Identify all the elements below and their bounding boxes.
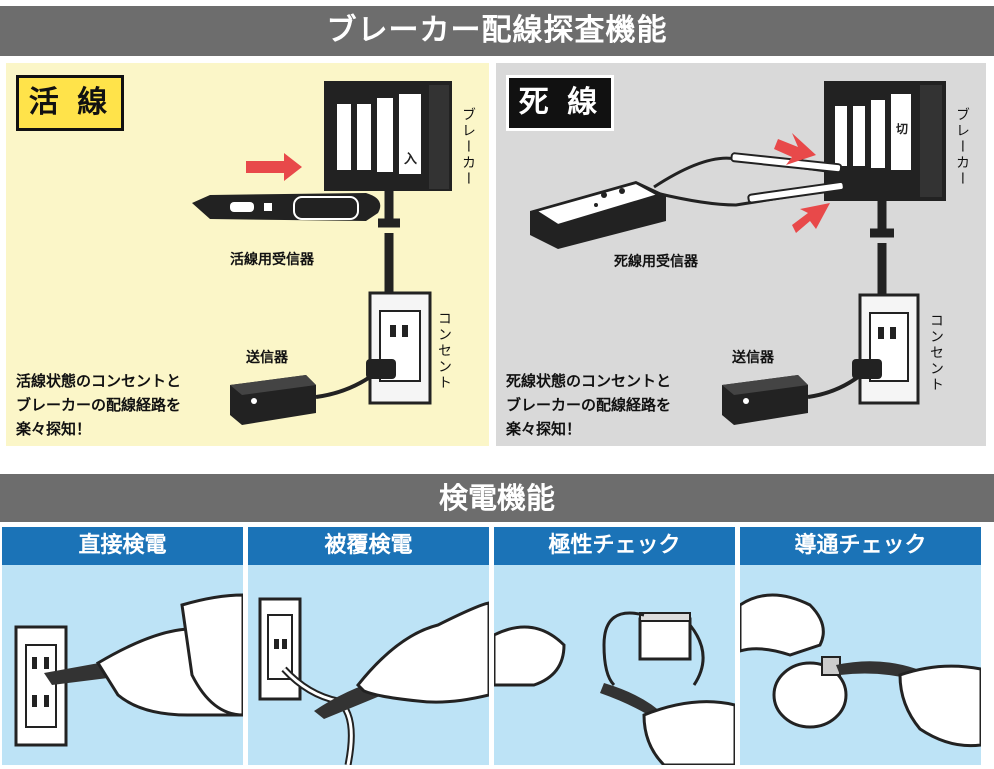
live-receiver-device xyxy=(192,193,381,221)
polarity-check-illustration xyxy=(494,611,735,765)
breaker-box xyxy=(824,81,946,201)
arrow-icon xyxy=(792,203,830,233)
breaker-switch-label: 切 xyxy=(896,122,908,136)
outlet-label: コンセント xyxy=(436,311,452,391)
breaker-label: ブレーカー xyxy=(954,107,970,187)
description-line: 楽々探知！ xyxy=(506,420,582,438)
card-title: 被覆検電 xyxy=(248,527,489,565)
transmitter-label: 送信器 xyxy=(732,350,774,366)
description-line: 活線状態のコンセントと xyxy=(16,372,182,390)
live-wire-illustration: 入 xyxy=(192,81,452,425)
card-title: 極性チェック xyxy=(494,527,735,565)
receiver-label: 死線用受信器 xyxy=(614,254,698,270)
receiver-label: 活線用受信器 xyxy=(230,252,314,268)
continuity-check-illustration xyxy=(740,593,981,748)
description-line: ブレーカーの配線経路を xyxy=(16,396,182,414)
dead-receiver-device xyxy=(530,181,666,249)
description-line: 死線状態のコンセントと xyxy=(506,372,672,390)
wall-outlet xyxy=(858,293,920,405)
card-title: 直接検電 xyxy=(2,527,243,565)
live-description: 活線状態のコンセントと ブレーカーの配線経路を 楽々探知！ xyxy=(16,369,181,441)
card-direct-detection: 直接検電 xyxy=(2,527,243,765)
dead-wire-panel: 切 死 線 ブレーカー 死 xyxy=(496,63,986,446)
arrow-icon xyxy=(246,153,302,181)
description-line: ブレーカーの配線経路を xyxy=(506,396,672,414)
breaker-switch-label: 入 xyxy=(404,152,417,167)
insulated-detection-illustration xyxy=(258,597,489,765)
transmitter-device xyxy=(230,359,396,425)
breaker-wiring-section-title: ブレーカー配線探査機能 xyxy=(0,6,994,56)
breaker-label: ブレーカー xyxy=(460,107,476,187)
breaker-box xyxy=(324,81,452,191)
wall-outlet xyxy=(368,291,432,405)
live-wire-tag: 活 線 xyxy=(16,75,124,131)
transmitter-label: 送信器 xyxy=(246,350,288,366)
card-insulated-detection: 被覆検電 xyxy=(248,527,489,765)
arrow-icon xyxy=(774,133,816,165)
card-title: 導通チェック xyxy=(740,527,981,565)
live-wire-panel: 入 活 線 ブレーカー 活線用受信器 コンセント 送信器 xyxy=(6,63,489,446)
dead-wire-tag: 死 線 xyxy=(506,75,614,131)
description-line: 楽々探知！ xyxy=(16,420,92,438)
dead-description: 死線状態のコンセントと ブレーカーの配線経路を 楽々探知！ xyxy=(506,369,671,441)
dead-wire-illustration: 切 xyxy=(530,81,946,425)
voltage-detection-section-title: 検電機能 xyxy=(0,474,994,522)
transmitter-device xyxy=(722,359,882,425)
card-polarity-check: 極性チェック xyxy=(494,527,735,765)
outlet-label: コンセント xyxy=(928,313,944,393)
card-continuity-check: 導通チェック xyxy=(740,527,981,765)
direct-detection-illustration xyxy=(14,593,243,747)
